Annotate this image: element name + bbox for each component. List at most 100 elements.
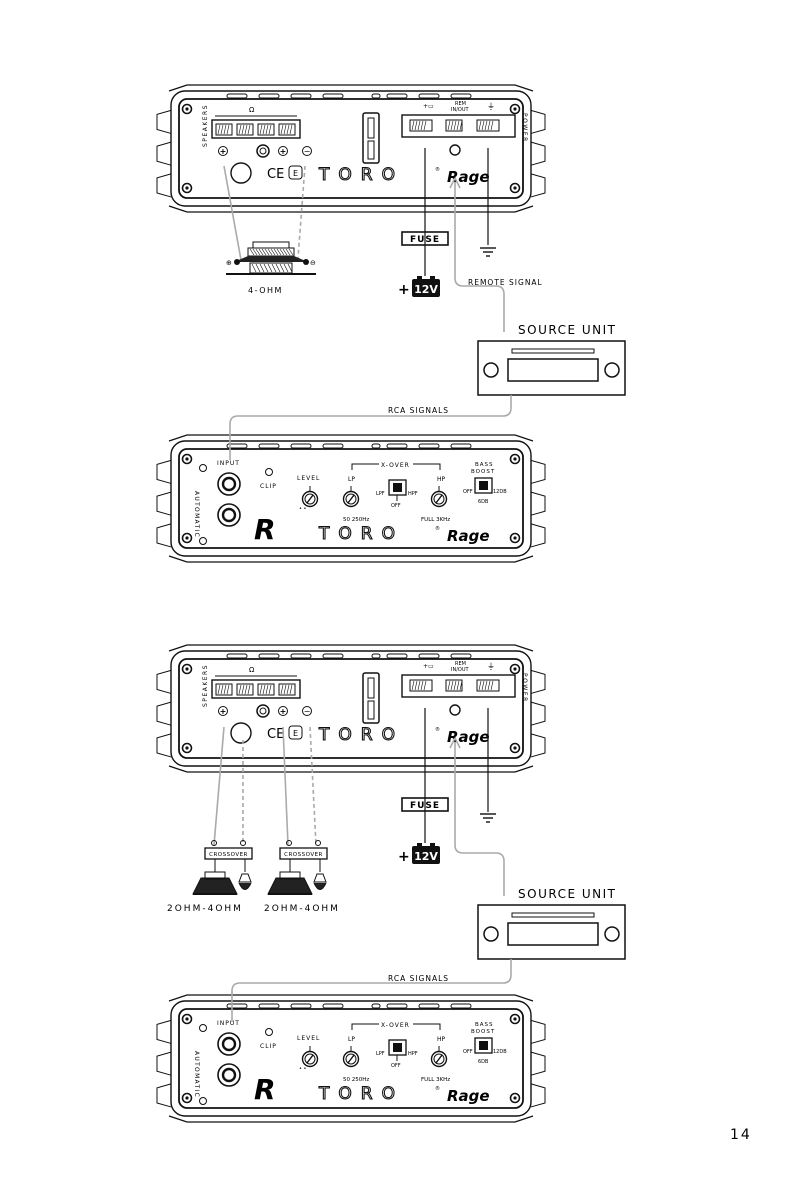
fin-right xyxy=(530,701,546,726)
rca-jack-icon xyxy=(217,1063,241,1087)
crossover-terminal xyxy=(240,840,246,846)
knob-pointer xyxy=(435,1054,443,1064)
vent-slot xyxy=(322,653,344,659)
woofer-magnet xyxy=(252,241,290,249)
terminal-hatch xyxy=(217,124,221,135)
indicator-icon xyxy=(199,1097,207,1105)
woofer-plus: ⊕ xyxy=(226,259,232,267)
knob-face xyxy=(433,493,445,505)
registered-mark: ® xyxy=(435,726,440,733)
fin-left xyxy=(156,1083,172,1108)
chassis-panel xyxy=(178,658,524,759)
emark-icon xyxy=(288,165,303,180)
emark-icon xyxy=(288,725,303,740)
fuse-component: FUSE xyxy=(401,231,449,246)
terminal-hatch xyxy=(259,124,263,135)
fin-left xyxy=(156,141,172,166)
vent-slot xyxy=(322,93,344,99)
vent-slot xyxy=(290,93,312,99)
speakers-label: SPEAKERS xyxy=(202,664,209,707)
brand-logo: TORO xyxy=(318,1084,404,1104)
terminal-hatch xyxy=(481,120,485,131)
plus-terminal-icon xyxy=(218,706,228,716)
remote-signal-label: REMOTE SIGNAL xyxy=(468,278,543,287)
power-label: POWER xyxy=(521,113,528,143)
knob-pointer xyxy=(306,494,314,504)
terminal-hatch xyxy=(262,124,266,135)
source-cd-slot xyxy=(511,912,595,918)
screw-center xyxy=(513,107,517,111)
knob-face xyxy=(304,1053,316,1065)
hpf-label: HPF xyxy=(408,1051,418,1057)
chassis-outer xyxy=(170,1000,532,1117)
screw-icon xyxy=(509,1013,521,1025)
source-unit-label: SOURCE UNIT xyxy=(518,323,617,337)
registered-mark: ® xyxy=(435,1085,440,1092)
xover-gap xyxy=(379,460,413,468)
screw-icon xyxy=(509,663,521,675)
terminal-hatch xyxy=(265,684,269,695)
terminal-hatch xyxy=(423,120,427,131)
woofer-icon xyxy=(267,871,313,895)
terminal-hatch xyxy=(420,120,424,131)
fin-right xyxy=(530,733,546,758)
terminal-hatch xyxy=(268,124,272,135)
terminal-hatch xyxy=(226,124,230,135)
woofer-hatch xyxy=(258,248,264,256)
heatsink-bottom xyxy=(168,555,534,563)
terminal-hatch xyxy=(447,120,451,131)
terminal-screw xyxy=(257,123,275,136)
woofer-hatch xyxy=(261,248,267,256)
fuse-slot xyxy=(367,700,375,720)
battery-plus: + xyxy=(398,282,410,298)
woofer-hatch xyxy=(252,248,258,256)
vent-slot xyxy=(371,443,381,449)
terminal-screw xyxy=(215,683,233,696)
remote-wire xyxy=(454,182,505,332)
source-knob-icon xyxy=(604,926,620,942)
fuse-component: FUSE xyxy=(401,797,449,812)
screw-center xyxy=(185,1017,189,1021)
rca-jack-icon xyxy=(217,503,241,527)
terminal-screw xyxy=(215,123,233,136)
terminal-hatch xyxy=(420,680,424,691)
vent-slot xyxy=(258,1003,280,1009)
level-label: LEVEL xyxy=(297,475,320,482)
registered-mark: ® xyxy=(435,525,440,532)
vent-slot xyxy=(386,443,408,449)
speaker-wire-b-plus xyxy=(282,726,289,846)
crossover-box xyxy=(204,847,253,860)
crossover-unit: CROSSOVER xyxy=(279,840,328,872)
screw-center xyxy=(513,186,517,190)
input-label: INPUT xyxy=(217,460,240,467)
tweeter-body xyxy=(313,873,327,883)
bass-switch xyxy=(474,477,493,494)
speaker-wire-plus xyxy=(223,165,242,261)
fin-right xyxy=(530,1019,546,1044)
terminal-hatch xyxy=(453,680,457,691)
knob-pointer xyxy=(347,494,355,504)
battery-plus: + xyxy=(398,849,410,865)
heatsink-bottom xyxy=(168,1115,534,1123)
automatic-label: AUTOMATIC xyxy=(193,1051,200,1098)
terminal-hatch xyxy=(286,124,290,135)
terminal-hatch xyxy=(423,680,427,691)
plus-sign: + xyxy=(220,707,227,716)
fin-left xyxy=(156,491,172,516)
power-terminal-screw xyxy=(476,679,500,692)
bass-12db-label: 12DB xyxy=(493,489,507,495)
terminal-hatch xyxy=(283,124,287,135)
terminal-hatch xyxy=(417,120,421,131)
terminal-hatch xyxy=(450,120,454,131)
knob-pointer xyxy=(306,1054,314,1064)
emark-letter: E xyxy=(293,169,298,178)
source-knob-icon xyxy=(604,362,620,378)
vent-slot xyxy=(258,653,280,659)
terminal-hatch xyxy=(484,680,488,691)
fin-right xyxy=(530,669,546,694)
brand-logo: TORO xyxy=(318,725,404,745)
rca-signals-label: RCA SIGNALS xyxy=(388,974,449,983)
fin-left xyxy=(156,173,172,198)
vent-slot xyxy=(290,1003,312,1009)
speaker-impedance-label: 4-OHM xyxy=(248,286,283,295)
